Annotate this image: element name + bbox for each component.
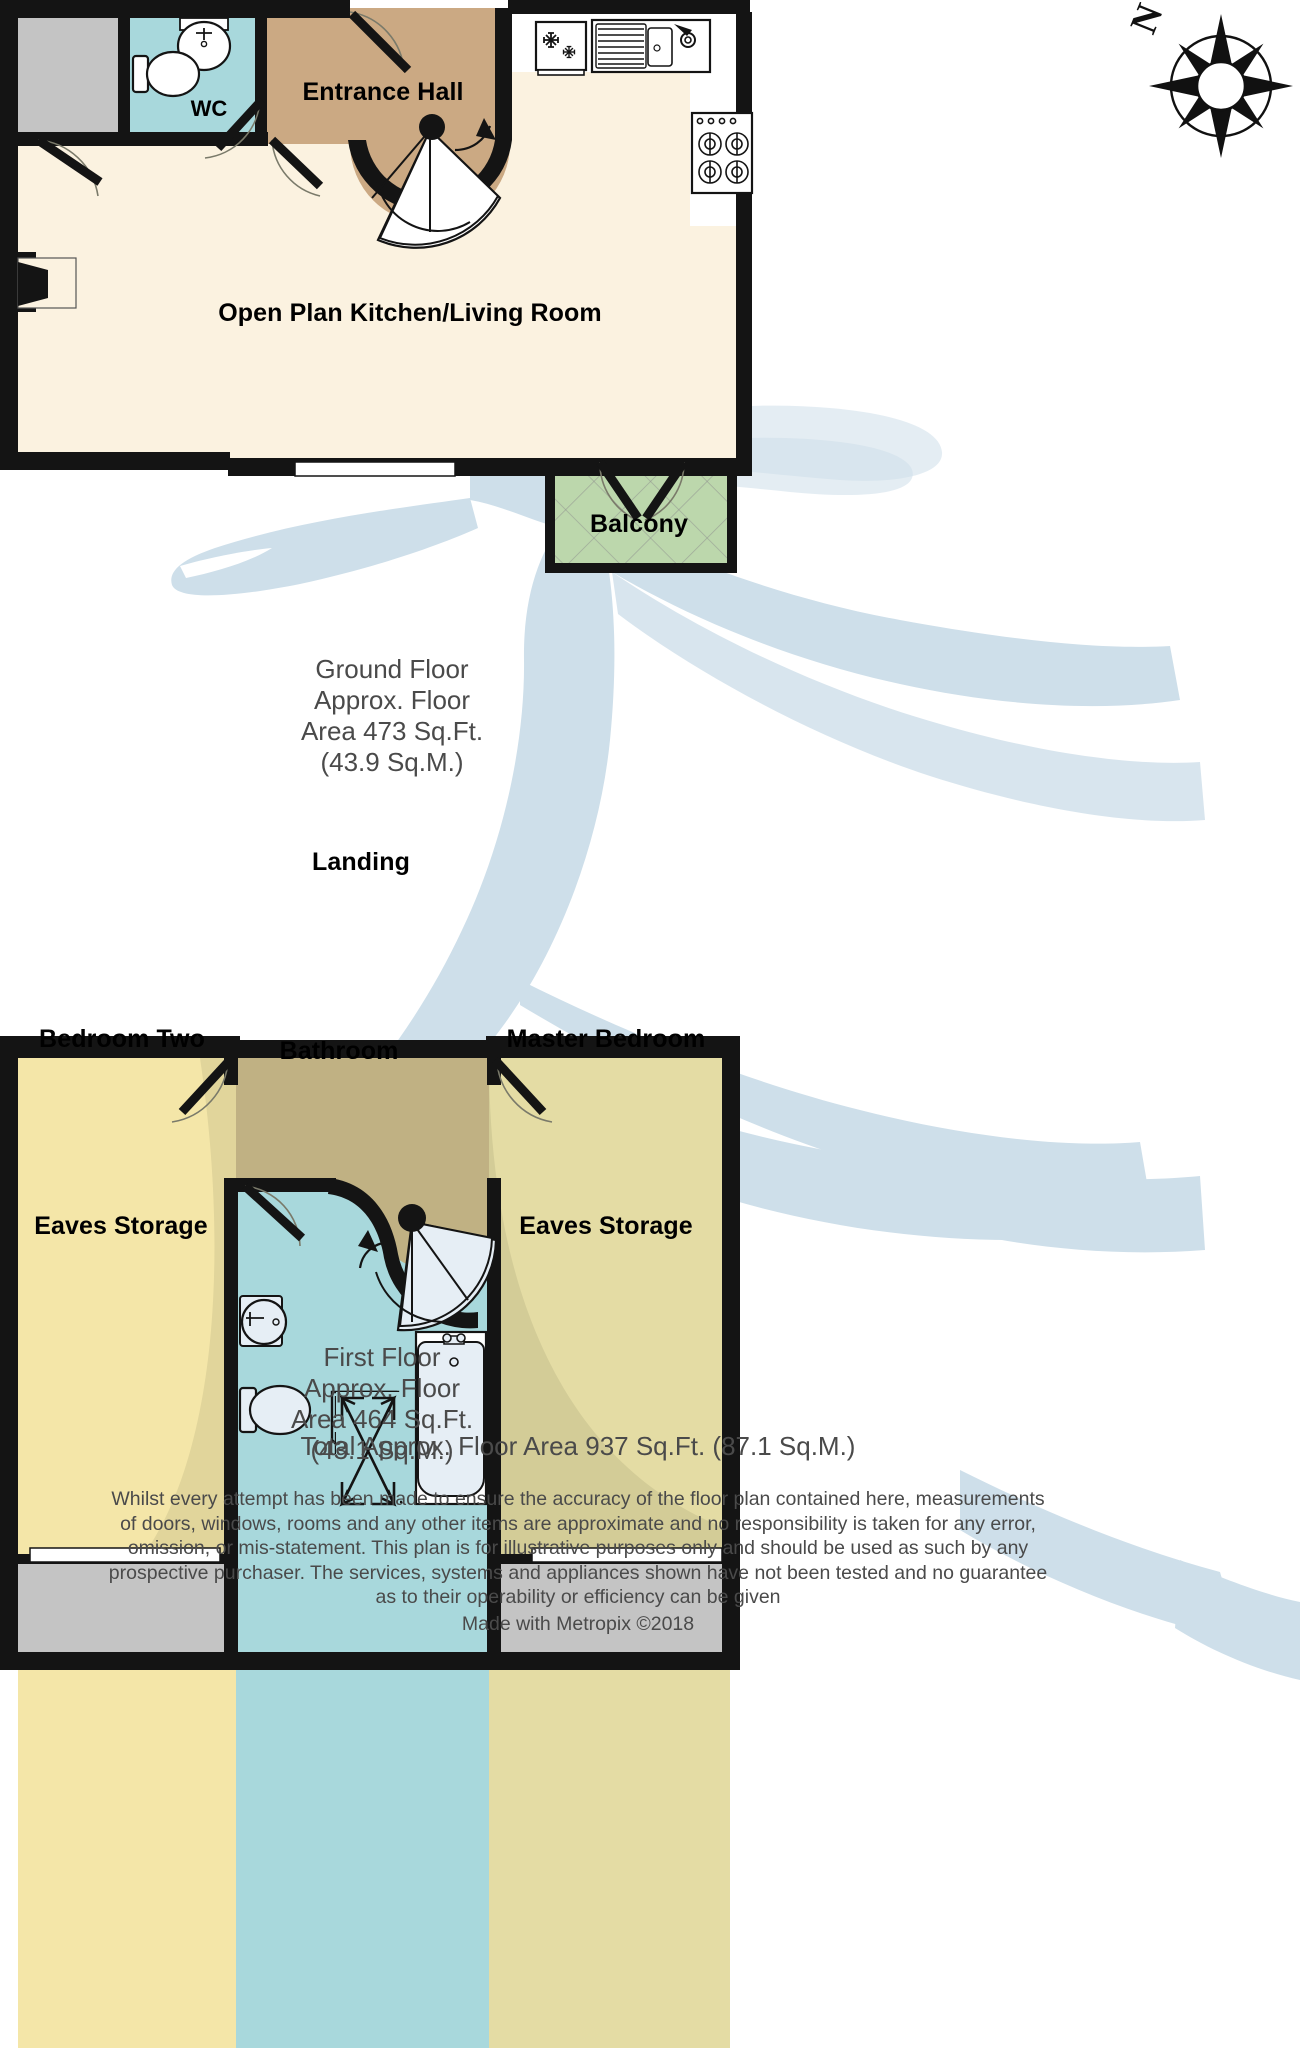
first-floor-plan (0, 1036, 740, 2048)
compass-north-label: N (1125, 2, 1172, 39)
entrance-hall-curved-wall (348, 8, 512, 213)
landing-curved-wall (328, 1178, 478, 1329)
room-label-master-bedroom: Master Bedroom (506, 1025, 706, 1053)
door-bathroom (241, 1182, 306, 1242)
window-bedroom-two (29, 1547, 221, 1563)
wc-fixtures (131, 17, 232, 98)
stair-newel-post (419, 114, 445, 140)
room-label-bathroom: Bathroom (279, 1037, 399, 1065)
made-with-metropix-text: Made with Metropix ©2018 (461, 1613, 695, 1635)
compass-rose-icon: N (1125, 2, 1293, 158)
wash-basin-icon-first (239, 1295, 288, 1347)
room-label-entrance-hall: Entrance Hall (302, 78, 464, 106)
first-floor-area-text: First Floor Approx. Floor Area 464 Sq.Ft… (290, 1342, 474, 1465)
first-floor-walls (0, 1036, 740, 1670)
shower-tray-cross (336, 1392, 400, 1510)
door-store (35, 136, 103, 186)
fridge-freezer-icon (534, 20, 588, 72)
hob-icon (690, 111, 754, 195)
door-balcony-right (642, 459, 688, 521)
stair-direction-arrow (476, 118, 496, 140)
stair-winder-ground (371, 114, 502, 249)
total-floor-area-text: Total Approx. Floor Area 937 Sq.Ft. (87.… (300, 1431, 856, 1461)
door-wc (214, 96, 266, 152)
door-front-entrance (348, 10, 412, 74)
stair-newel-post-first (398, 1204, 426, 1232)
ground-floor-plan (0, 0, 754, 573)
door-master-bedroom (491, 1056, 547, 1116)
bath-tub-icon (414, 1330, 488, 1506)
room-label-eaves-storage-right: Eaves Storage (519, 1212, 693, 1240)
toilet-icon-first (238, 1384, 312, 1436)
door-balcony-left (596, 459, 642, 521)
room-label-eaves-storage-left: Eaves Storage (34, 1212, 208, 1240)
stair-direction-arrow-first (358, 1230, 378, 1252)
door-bedroom-two (178, 1056, 234, 1116)
room-label-landing: Landing (312, 848, 410, 876)
room-label-open-plan-kitchen-living-room: Open Plan Kitchen/Living Room (218, 299, 602, 327)
door-hall-living (268, 136, 324, 190)
first-floor-doors (171, 1056, 553, 1247)
window-living-bottom (294, 461, 456, 477)
stair-winder-first (358, 1204, 498, 1332)
room-fill-store (18, 18, 123, 143)
kitchen-fixtures (534, 18, 754, 195)
room-label-bedroom-two: Bedroom Two (39, 1025, 205, 1053)
sink-tap-icon (674, 24, 692, 36)
ground-floor-doors (35, 10, 688, 521)
eaves-left-band (18, 1560, 236, 1660)
window-master-bedroom (531, 1547, 723, 1563)
disclaimer-text: Whilst every attempt has been made to en… (108, 1488, 1048, 1609)
toilet-icon (131, 50, 201, 98)
room-label-balcony: Balcony (590, 510, 688, 538)
room-label-wc: WC (190, 96, 228, 121)
eaves-right-band (489, 1560, 730, 1660)
ground-floor-area-text: Ground Floor Approx. Floor Area 473 Sq.F… (300, 654, 484, 777)
balcony-hatch (551, 473, 731, 568)
